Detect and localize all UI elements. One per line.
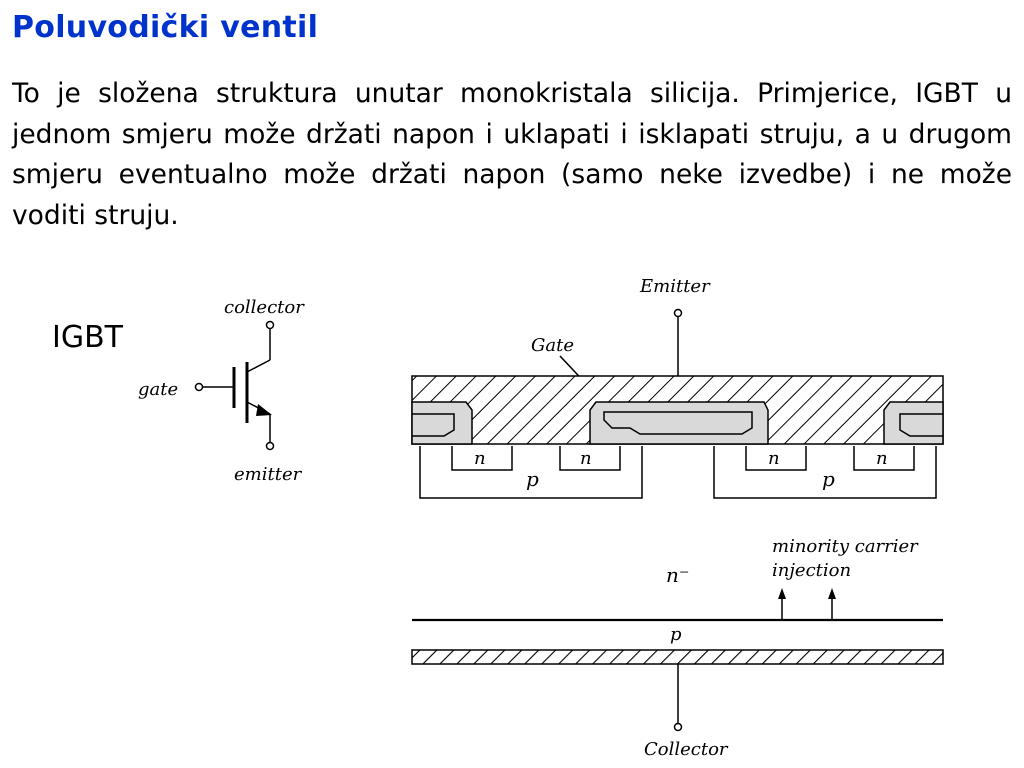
n-minus-label: n⁻	[666, 563, 689, 587]
gate-terminal	[194, 382, 204, 392]
symbol-emitter-label: emitter	[234, 464, 303, 485]
n-region-2	[559, 446, 621, 471]
minority-label-line1: minority carrier	[772, 536, 919, 557]
emitter-label: Emitter	[639, 276, 711, 297]
n-label-2: n	[580, 448, 592, 469]
slide-title: Poluvodički ventil	[12, 10, 319, 45]
collector-contact	[673, 722, 683, 732]
n-region-1	[451, 446, 513, 471]
n-label-4: n	[876, 448, 888, 469]
emitter-contact	[673, 308, 683, 318]
p-bottom-label: p	[670, 624, 682, 645]
n-label-1: n	[474, 448, 486, 469]
arrow-up-icon	[828, 588, 836, 599]
oxide-left	[411, 401, 473, 445]
n-region-3	[745, 446, 807, 471]
igbt-label: IGBT	[52, 320, 124, 355]
collector-diagonal	[246, 359, 271, 373]
collector-terminal	[265, 320, 275, 330]
gate-poly-center	[603, 411, 753, 435]
igbt-cross-section: Emitter Gate n n n n p p n⁻ minority car…	[411, 276, 944, 760]
p-well-left	[419, 446, 643, 499]
n-label-3: n	[768, 448, 780, 469]
symbol-collector-label: collector	[224, 297, 305, 318]
slide-paragraph: To je složena struktura unutar monokrist…	[12, 78, 1012, 231]
p-well-right	[713, 446, 937, 499]
p-label-left: p	[526, 467, 539, 491]
p-label-right: p	[822, 467, 835, 491]
oxide-right	[883, 401, 944, 445]
igbt-symbol: collector gate emitter	[138, 297, 305, 485]
collector-metal	[411, 649, 944, 665]
gate-poly-right	[899, 413, 943, 437]
emitter-arrow-icon	[256, 404, 272, 416]
collector-label: Collector	[644, 739, 729, 760]
minority-label-line2: injection	[772, 560, 851, 581]
oxide-center	[589, 401, 769, 445]
emitter-terminal	[265, 441, 275, 451]
gate-label: Gate	[531, 335, 574, 356]
symbol-gate-label: gate	[138, 379, 178, 400]
gate-poly-left	[412, 413, 455, 437]
n-region-4	[853, 446, 915, 471]
arrow-up-icon	[778, 588, 786, 599]
